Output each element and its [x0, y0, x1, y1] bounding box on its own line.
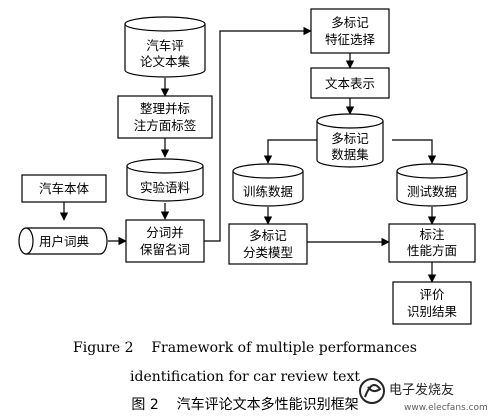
node-label-line: 特征选择	[325, 32, 376, 47]
node-label-line: 汽车评	[146, 38, 184, 53]
node-label-line: 实验语料	[140, 180, 191, 195]
node-label-line: 文本表示	[325, 76, 375, 91]
watermark-url: www.elecfans.com	[404, 403, 488, 413]
edges	[59, 26, 437, 283]
node-label-line: 多标记	[249, 228, 287, 243]
node-label-line: 数据集	[331, 147, 369, 162]
node-car-ontology: 汽车本体	[21, 174, 107, 203]
node-label-line: 测试数据	[407, 184, 457, 199]
watermark-brand: 电子发烧友	[389, 382, 454, 398]
node-label-line: 多标记	[331, 15, 369, 30]
node-label-line: 论文本集	[140, 54, 191, 69]
node-label-line: 整理并标	[140, 101, 190, 116]
node-label-line: 性能方面	[407, 243, 457, 258]
node-label-line: 分类模型	[243, 245, 293, 260]
node-experiment-corpus: 实验语料	[126, 158, 204, 202]
node-user-dictionary: 用户词典	[18, 227, 108, 255]
node-label-line: 分词并	[146, 225, 184, 240]
node-label-line: 多标记	[331, 131, 369, 146]
watermark-logo-icon	[364, 383, 382, 398]
node-label-line: 用户词典	[39, 234, 89, 249]
edge-dataset-to-test	[392, 139, 437, 164]
node-text-repr: 文本表示	[310, 67, 390, 99]
edge-dataset-to-train	[263, 139, 318, 164]
node-label-line: 保留名词	[140, 242, 190, 257]
edge-segment-to-featureselect	[204, 26, 312, 242]
node-label-line: 评价	[419, 287, 445, 302]
node-annotate: 整理并标 注方面标签	[117, 95, 213, 139]
figure-caption: Figure 2 Framework of multiple performan…	[73, 340, 417, 413]
node-label-line: 注方面标签	[134, 118, 197, 133]
node-label-perf: 标注 性能方面	[388, 223, 476, 263]
node-label-line: 训练数据	[243, 184, 293, 199]
node-label-line: 标注	[419, 227, 445, 242]
node-review-corpus: 汽车评 论文本集	[124, 16, 206, 78]
node-train-data: 训练数据	[232, 163, 304, 207]
node-evaluate: 评价 识别结果	[392, 281, 472, 325]
node-classifier: 多标记 分类模型	[228, 223, 308, 265]
node-multilabel-dataset: 多标记 数据集	[316, 113, 384, 168]
watermark-logo-icon	[359, 378, 385, 404]
node-label-line: 识别结果	[407, 304, 458, 319]
caption-en-line1: Figure 2 Framework of multiple performan…	[73, 340, 417, 356]
node-test-data: 测试数据	[396, 163, 468, 207]
node-label-line: 汽车本体	[39, 181, 90, 196]
caption-en-line2: identification for car review text	[130, 369, 360, 385]
watermark: 电子发烧友 www.elecfans.com	[359, 378, 488, 413]
caption-zh: 图 2 汽车评论文本多性能识别框架	[131, 396, 358, 413]
node-feature-select: 多标记 特征选择	[310, 8, 390, 54]
node-segment: 分词并 保留名词	[125, 219, 205, 263]
